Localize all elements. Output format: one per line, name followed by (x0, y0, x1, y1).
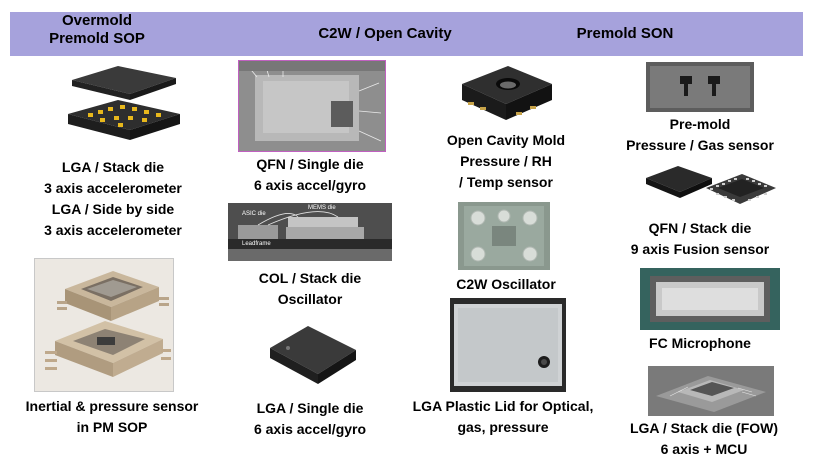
inertial-pressure-sensor-image (34, 258, 174, 392)
lga-package-image (58, 60, 190, 150)
caption-lga-plastic-lid: LGA Plastic Lid for Optical, gas, pressu… (412, 398, 594, 435)
header-overmold-premold-sop: Overmold Premold SOP (49, 12, 145, 47)
leadframe-label: Leadframe (242, 241, 271, 247)
open-cavity-mold-image (456, 62, 556, 128)
pre-mold-sensor-image (646, 62, 754, 112)
fc-microphone-image (640, 268, 780, 330)
lga-stack-die-fow-image (648, 366, 774, 416)
c2w-oscillator-image (458, 202, 550, 270)
caption-open-cavity-mold: Open Cavity Mold Pressure / RH / Temp se… (446, 132, 566, 190)
qfn-single-die-image (238, 60, 386, 152)
caption-qfn-stack-die: QFN / Stack die 9 axis Fusion sensor (630, 220, 770, 257)
header-c2w-open-cavity: C2W / Open Cavity (318, 25, 452, 42)
caption-lga-single-die: LGA / Single die 6 axis accel/gyro (253, 400, 367, 437)
qfn-stack-die-image (644, 164, 778, 210)
caption-fc-microphone: FC Microphone (649, 335, 751, 351)
caption-qfn-single-die: QFN / Single die 6 axis accel/gyro (253, 156, 367, 193)
mems-die-label: MEMS die (308, 205, 336, 211)
caption-lga-stack-die: LGA / Stack die 3 axis accelerometer LGA… (44, 159, 182, 238)
col-stack-die-image: ASIC die MEMS die Leadframe (228, 203, 392, 261)
caption-col-stack-die: COL / Stack die Oscillator (258, 270, 362, 307)
caption-pre-mold: Pre-mold Pressure / Gas sensor (626, 116, 774, 153)
lga-single-die-image (262, 318, 362, 394)
header-band (10, 12, 803, 56)
header-premold-son: Premold SON (576, 25, 674, 42)
caption-lga-stack-die-fow: LGA / Stack die (FOW) 6 axis + MCU (629, 420, 779, 457)
lga-plastic-lid-image (450, 298, 566, 392)
asic-die-label: ASIC die (242, 211, 266, 217)
caption-c2w-oscillator: C2W Oscillator (456, 276, 556, 292)
caption-inertial-pressure-sensor: Inertial & pressure sensor in PM SOP (25, 398, 199, 435)
